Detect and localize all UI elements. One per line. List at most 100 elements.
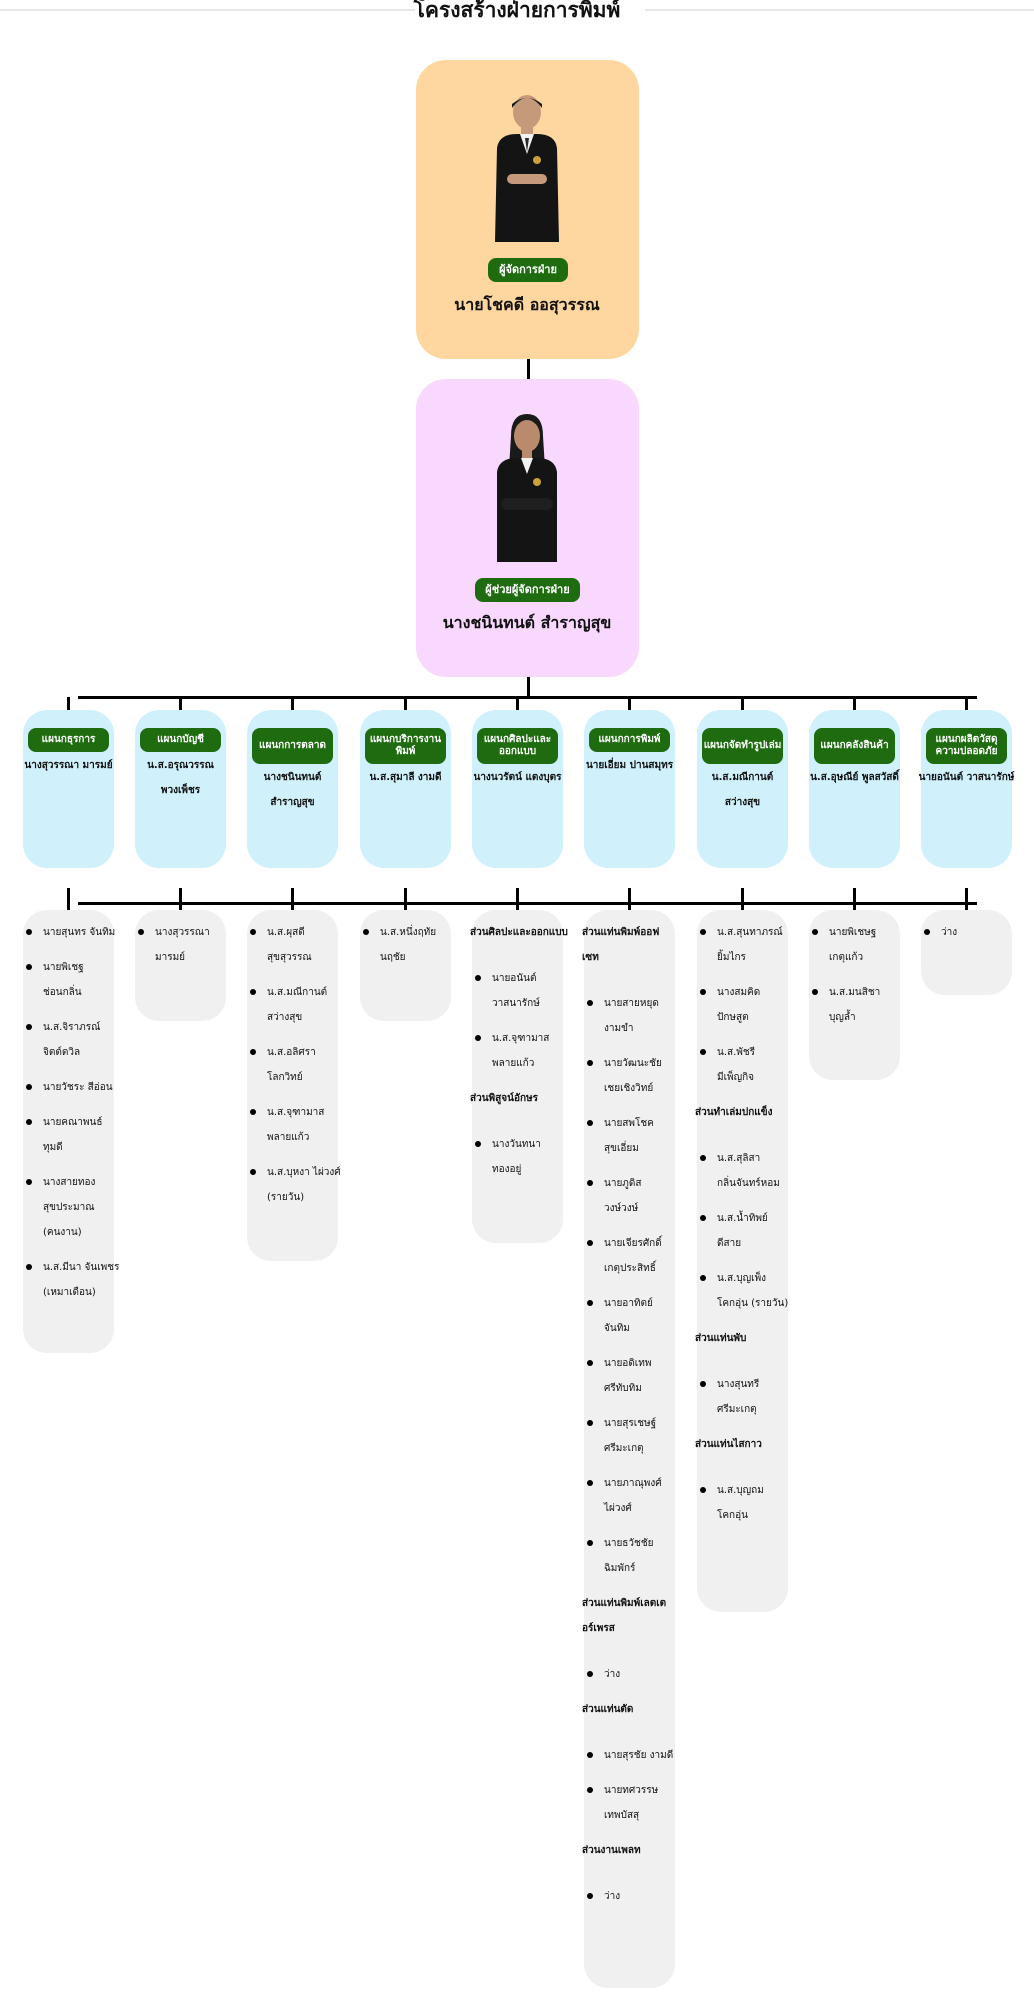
department-head-name: นางสุวรรณา มารมย์ — [24, 760, 113, 771]
staff-member-name: มีเพ็ญกิจ — [717, 1072, 755, 1083]
staff-member-name: นายสุรเชษฐ์ — [604, 1418, 657, 1429]
bullet-icon — [26, 1024, 32, 1030]
staff-section-heading: ส่วนพิสูจน์อักษร — [470, 1093, 538, 1104]
staff-section-heading: ส่วนแท่นตัด — [582, 1704, 634, 1715]
staff-member-name: (คนงาน) — [43, 1227, 82, 1238]
department-badge: แผนกจัดทำรูปเล่ม — [702, 728, 783, 764]
staff-list-card: ส่วนศิลปะและออกแบบนายอนันต์วาสนารักษ์น.ส… — [470, 910, 568, 1243]
bullet-icon — [26, 1264, 32, 1270]
staff-member-name: ว่าง — [604, 1669, 621, 1680]
department-head-name: น.ส.อรุณวรรณ — [147, 760, 214, 771]
department-head-name: สำราญสุข — [270, 797, 315, 808]
staff-section-heading: เซท — [582, 952, 599, 963]
staff-member-name: น.ส.มนสิชา — [829, 987, 881, 998]
staff-member-name: เกตุประสิทธิ์ — [604, 1263, 656, 1274]
staff-member-name: น.ส.น้ำทิพย์ — [717, 1213, 768, 1224]
bullet-icon — [924, 929, 930, 935]
bullet-icon — [700, 989, 706, 995]
bullet-icon — [26, 1084, 32, 1090]
bullet-icon — [587, 1787, 593, 1793]
staff-member-name: น.ส.บุญเพ็ง — [717, 1273, 767, 1284]
department-card: แผนกธุรการนางสุวรรณา มารมย์ — [23, 710, 114, 868]
staff-member-name: นายภูดิส — [604, 1178, 642, 1189]
staff-member-name: ศรีทับทิม — [604, 1383, 642, 1394]
staff-member-name: กลิ่นจันทร์หอม — [717, 1178, 780, 1189]
staff-member-name: ว่าง — [604, 1891, 621, 1902]
staff-section-heading: ส่วนงานเพลท — [582, 1845, 641, 1856]
department-badge: แผนกคลังสินค้า — [814, 728, 895, 764]
bullet-icon — [26, 1179, 32, 1185]
bullet-icon — [26, 1119, 32, 1125]
staff-member-name: นายสุนทร จันทิม — [43, 927, 116, 938]
staff-member-name: ยิ้มไกร — [717, 952, 746, 963]
staff-member-name: นฤชัย — [380, 952, 406, 963]
department-badge: แผนกธุรการ — [28, 728, 109, 752]
staff-list-card: น.ส.สุนทาภรณ์ยิ้มไกรนางสมคิดปักษสูตน.ส.พ… — [695, 910, 788, 1612]
bullet-icon — [587, 1893, 593, 1899]
staff-member-name: น.ส.จิราภรณ์ — [43, 1022, 101, 1033]
staff-connector-tick — [404, 888, 407, 910]
bullet-icon — [250, 989, 256, 995]
assistant-role-badge: ผู้ช่วยผู้จัดการฝ่าย — [475, 578, 580, 602]
department-card: แผนกการตลาดนางชนินทนต์สำราญสุข — [247, 710, 338, 868]
bullet-icon — [587, 1420, 593, 1426]
bullet-icon — [700, 1049, 706, 1055]
staff-member-name: ดีสาย — [717, 1238, 742, 1249]
staff-member-name: เชยเชิงวิทย์ — [604, 1083, 654, 1094]
staff-member-name: นายภาณุพงศ์ — [604, 1478, 662, 1489]
department-badge: แผนกบัญชี — [140, 728, 221, 752]
staff-member-name: บุญล้ำ — [829, 1012, 856, 1023]
department-head-name: สว่างสุข — [724, 797, 761, 808]
staff-member-name: นายวัฒนะชัย — [604, 1058, 662, 1069]
staff-section-heading: ส่วนแท่นพับ — [695, 1333, 747, 1344]
staff-member-name: โคกอุ่น — [717, 1510, 748, 1521]
bullet-icon — [363, 929, 369, 935]
bullet-icon — [587, 1000, 593, 1006]
staff-member-name: โลกวิทย์ — [267, 1072, 303, 1083]
title-rule-left — [0, 9, 415, 11]
bullet-icon — [587, 1540, 593, 1546]
staff-member-name: ช่อนกลิ่น — [43, 987, 82, 998]
dept-connector-bus — [78, 696, 977, 699]
staff-member-name: ปักษสูต — [717, 1012, 749, 1023]
department-card: แผนกบริการงานพิมพ์น.ส.สุมาลี งามดี — [360, 710, 451, 868]
staff-member-name: ว่าง — [941, 927, 958, 938]
dept-connector-tick — [741, 697, 744, 711]
staff-member-name: น.ส.บุหงา ไผ่วงศ์ — [267, 1167, 341, 1178]
staff-member-name: นางสายทอง — [43, 1177, 96, 1188]
staff-connector-tick — [741, 888, 744, 910]
staff-member-name: ทองอยู่ — [492, 1164, 522, 1175]
department-card: แผนกจัดทำรูปเล่มน.ส.มณีกานต์สว่างสุข — [697, 710, 788, 868]
department-head-name: นางชนินทนต์ — [263, 772, 322, 783]
bullet-icon — [587, 1752, 593, 1758]
bullet-icon — [812, 989, 818, 995]
department-head-name: นายเอี่ยม ปานสมุทร — [585, 760, 674, 771]
staff-member-name: ศรีมะเกตุ — [717, 1404, 757, 1415]
staff-member-name: นายธวัชชัย — [604, 1538, 654, 1549]
title-rule-right — [645, 9, 1034, 11]
staff-section-heading: ส่วนศิลปะและออกแบบ — [470, 927, 568, 938]
bullet-icon — [250, 1169, 256, 1175]
staff-member-name: น.ส.จุฑามาส — [492, 1033, 550, 1044]
bullet-icon — [475, 1141, 481, 1147]
bullet-icon — [587, 1671, 593, 1677]
department-card: แผนกคลังสินค้าน.ส.อุษณีย์ พูลสวัสดิ์ — [809, 710, 900, 868]
dept-connector-tick — [404, 697, 407, 711]
staff-member-name: ไผ่วงศ์ — [604, 1503, 632, 1514]
bullet-icon — [700, 1215, 706, 1221]
connector-assistant-bus — [527, 677, 530, 697]
staff-member-name: น.ส.หนึ่งฤทัย — [380, 927, 437, 938]
staff-member-name: (เหมาเดือน) — [43, 1287, 96, 1298]
department-head-name: นางนวรัตน์ แตงบุตร — [473, 772, 562, 783]
page-title: โครงสร้างฝ่ายการพิมพ์ — [413, 0, 621, 22]
bullet-icon — [587, 1120, 593, 1126]
dept-connector-tick — [179, 697, 182, 711]
staff-member-name: วงษ์วงษ์ — [604, 1203, 639, 1214]
bullet-icon — [587, 1360, 593, 1366]
staff-list-card: ส่วนแท่นพิมพ์ออฟเซทนายสายหยุดงามขำนายวัฒ… — [582, 910, 675, 1988]
staff-connector-tick — [965, 888, 968, 910]
staff-member-name: น.ส.จุฑามาส — [267, 1107, 325, 1118]
bullet-icon — [700, 1275, 706, 1281]
staff-member-name: น.ส.ผุสดี — [267, 927, 305, 938]
bullet-icon — [700, 929, 706, 935]
